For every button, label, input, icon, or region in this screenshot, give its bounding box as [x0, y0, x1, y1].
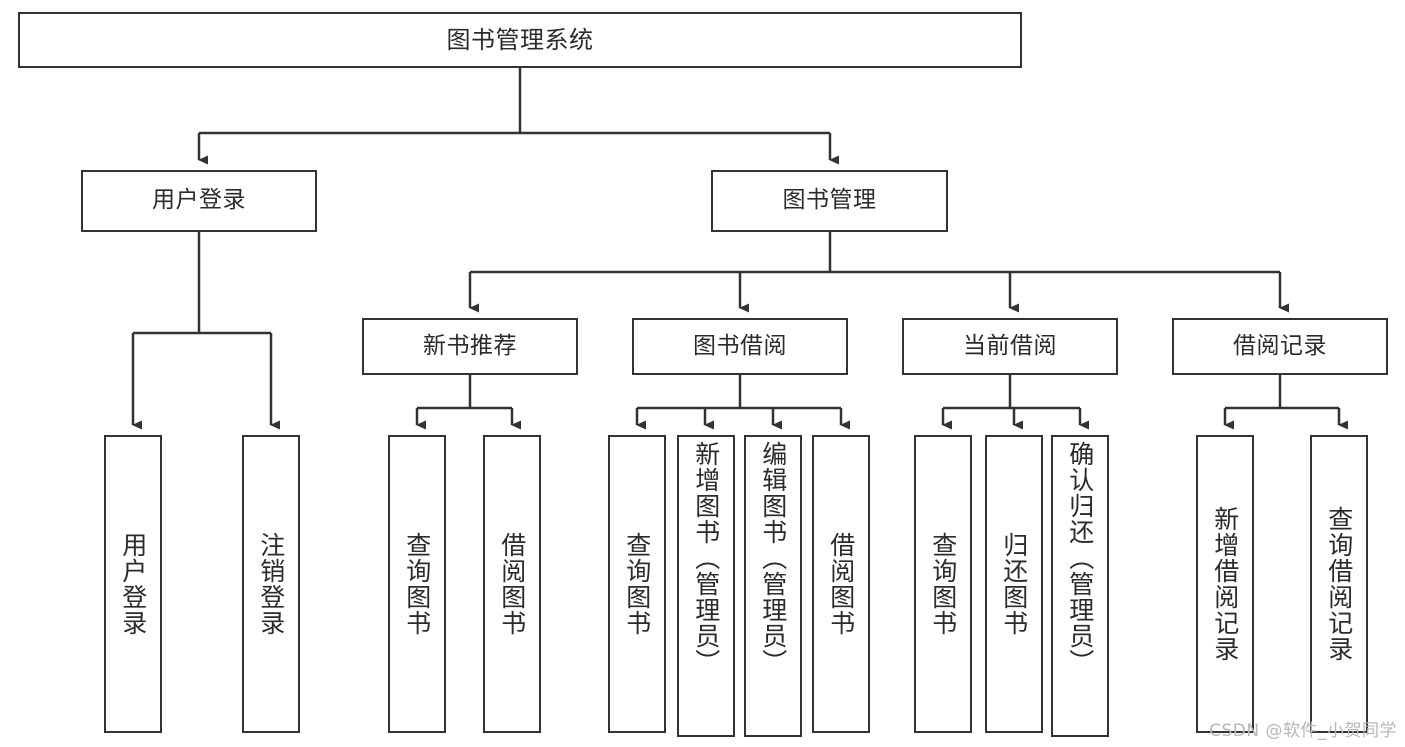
node-leaf-confirm-return[interactable]: 确认归还（管理员）: [1051, 435, 1109, 737]
node-label: 图书借阅: [693, 332, 787, 359]
node-label: 注销登录: [256, 532, 286, 636]
node-leaf-return-book[interactable]: 归还图书: [985, 435, 1043, 733]
node-leaf-borrow-book-1[interactable]: 借阅图书: [483, 435, 541, 733]
node-book-management[interactable]: 图书管理: [711, 170, 948, 232]
node-label: 查询图书: [622, 532, 652, 636]
node-label: 确认归还（管理员）: [1065, 441, 1095, 675]
node-leaf-user-login[interactable]: 用户登录: [104, 435, 162, 733]
node-leaf-query-book-2[interactable]: 查询图书: [608, 435, 666, 733]
node-label: 查询图书: [928, 532, 958, 636]
node-new-book-recommend[interactable]: 新书推荐: [362, 318, 578, 375]
node-leaf-add-book[interactable]: 新增图书（管理员）: [677, 435, 735, 737]
node-leaf-logout-login[interactable]: 注销登录: [242, 435, 300, 733]
node-label: 当前借阅: [963, 332, 1057, 359]
node-label: 借阅图书: [497, 532, 527, 636]
node-current-borrow[interactable]: 当前借阅: [902, 318, 1118, 375]
node-label: 借阅图书: [826, 532, 856, 636]
node-borrow-record[interactable]: 借阅记录: [1172, 318, 1388, 375]
node-label: 新增图书（管理员）: [691, 441, 721, 675]
node-label: 查询图书: [402, 532, 432, 636]
node-label: 图书管理: [782, 187, 877, 214]
node-leaf-edit-book[interactable]: 编辑图书（管理员）: [744, 435, 802, 737]
node-label: 编辑图书（管理员）: [758, 441, 788, 675]
node-leaf-borrow-book-2[interactable]: 借阅图书: [812, 435, 870, 733]
node-label: 用户登录: [118, 532, 148, 636]
node-leaf-query-record[interactable]: 查询借阅记录: [1310, 435, 1368, 733]
node-label: 借阅记录: [1233, 332, 1327, 359]
node-label: 新书推荐: [423, 332, 517, 359]
node-leaf-query-book-3[interactable]: 查询图书: [914, 435, 972, 733]
node-label: 查询借阅记录: [1324, 506, 1354, 662]
node-label: 用户登录: [152, 187, 246, 214]
node-root-book-management-system[interactable]: 图书管理系统: [18, 12, 1022, 68]
node-book-borrow[interactable]: 图书借阅: [632, 318, 848, 375]
node-leaf-add-record[interactable]: 新增借阅记录: [1196, 435, 1254, 733]
node-label: 图书管理系统: [446, 25, 594, 54]
watermark-csdn: CSDN @软件_小贺同学: [1209, 721, 1397, 741]
node-label: 归还图书: [999, 532, 1029, 636]
node-label: 新增借阅记录: [1210, 506, 1240, 662]
node-leaf-query-book-1[interactable]: 查询图书: [388, 435, 446, 733]
node-user-login[interactable]: 用户登录: [81, 170, 317, 232]
